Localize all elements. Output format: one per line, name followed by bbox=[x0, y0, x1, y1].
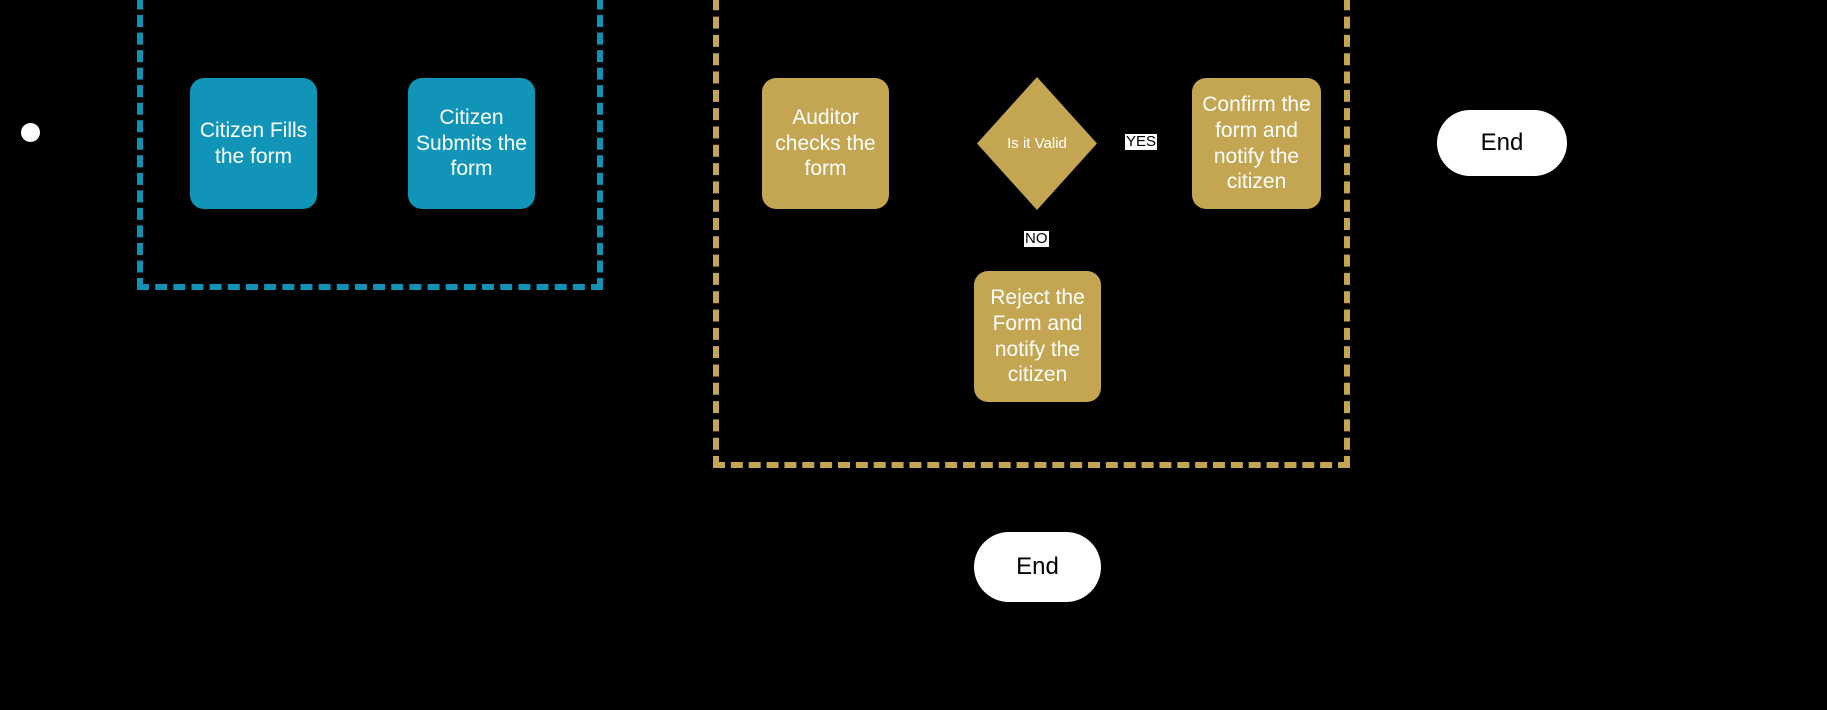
end-label: End bbox=[1016, 553, 1059, 581]
task-label: Citizen Submits the form bbox=[416, 106, 527, 181]
task-auditor-checks-form[interactable]: Auditor checks the form bbox=[762, 78, 889, 209]
task-citizen-submits-form[interactable]: Citizen Submits the form bbox=[408, 78, 535, 209]
task-label: Confirm the form and notify the citizen bbox=[1202, 93, 1311, 194]
citizen-lane-container[interactable] bbox=[137, 0, 603, 290]
edge-label-yes: YES bbox=[1125, 133, 1158, 150]
decision-is-it-valid[interactable]: Is it Valid bbox=[977, 77, 1097, 210]
end-node-top[interactable]: End bbox=[1437, 110, 1567, 176]
end-label: End bbox=[1480, 129, 1524, 157]
task-confirm-form-notify-citizen[interactable]: Confirm the form and notify the citizen bbox=[1192, 78, 1321, 209]
task-label: Citizen Fills the form bbox=[199, 118, 308, 168]
auditor-lane-container[interactable] bbox=[713, 0, 1350, 468]
task-reject-form-notify-citizen[interactable]: Reject the Form and notify the citizen bbox=[974, 271, 1101, 402]
task-label: Reject the Form and notify the citizen bbox=[990, 286, 1085, 387]
start-event-node[interactable] bbox=[21, 123, 40, 142]
task-citizen-fills-form[interactable]: Citizen Fills the form bbox=[190, 78, 317, 209]
end-node-bottom[interactable]: End bbox=[974, 532, 1101, 602]
decision-label: Is it Valid bbox=[1007, 135, 1067, 152]
edge-label-no: NO bbox=[1024, 230, 1049, 247]
task-label: Auditor checks the form bbox=[775, 106, 876, 181]
